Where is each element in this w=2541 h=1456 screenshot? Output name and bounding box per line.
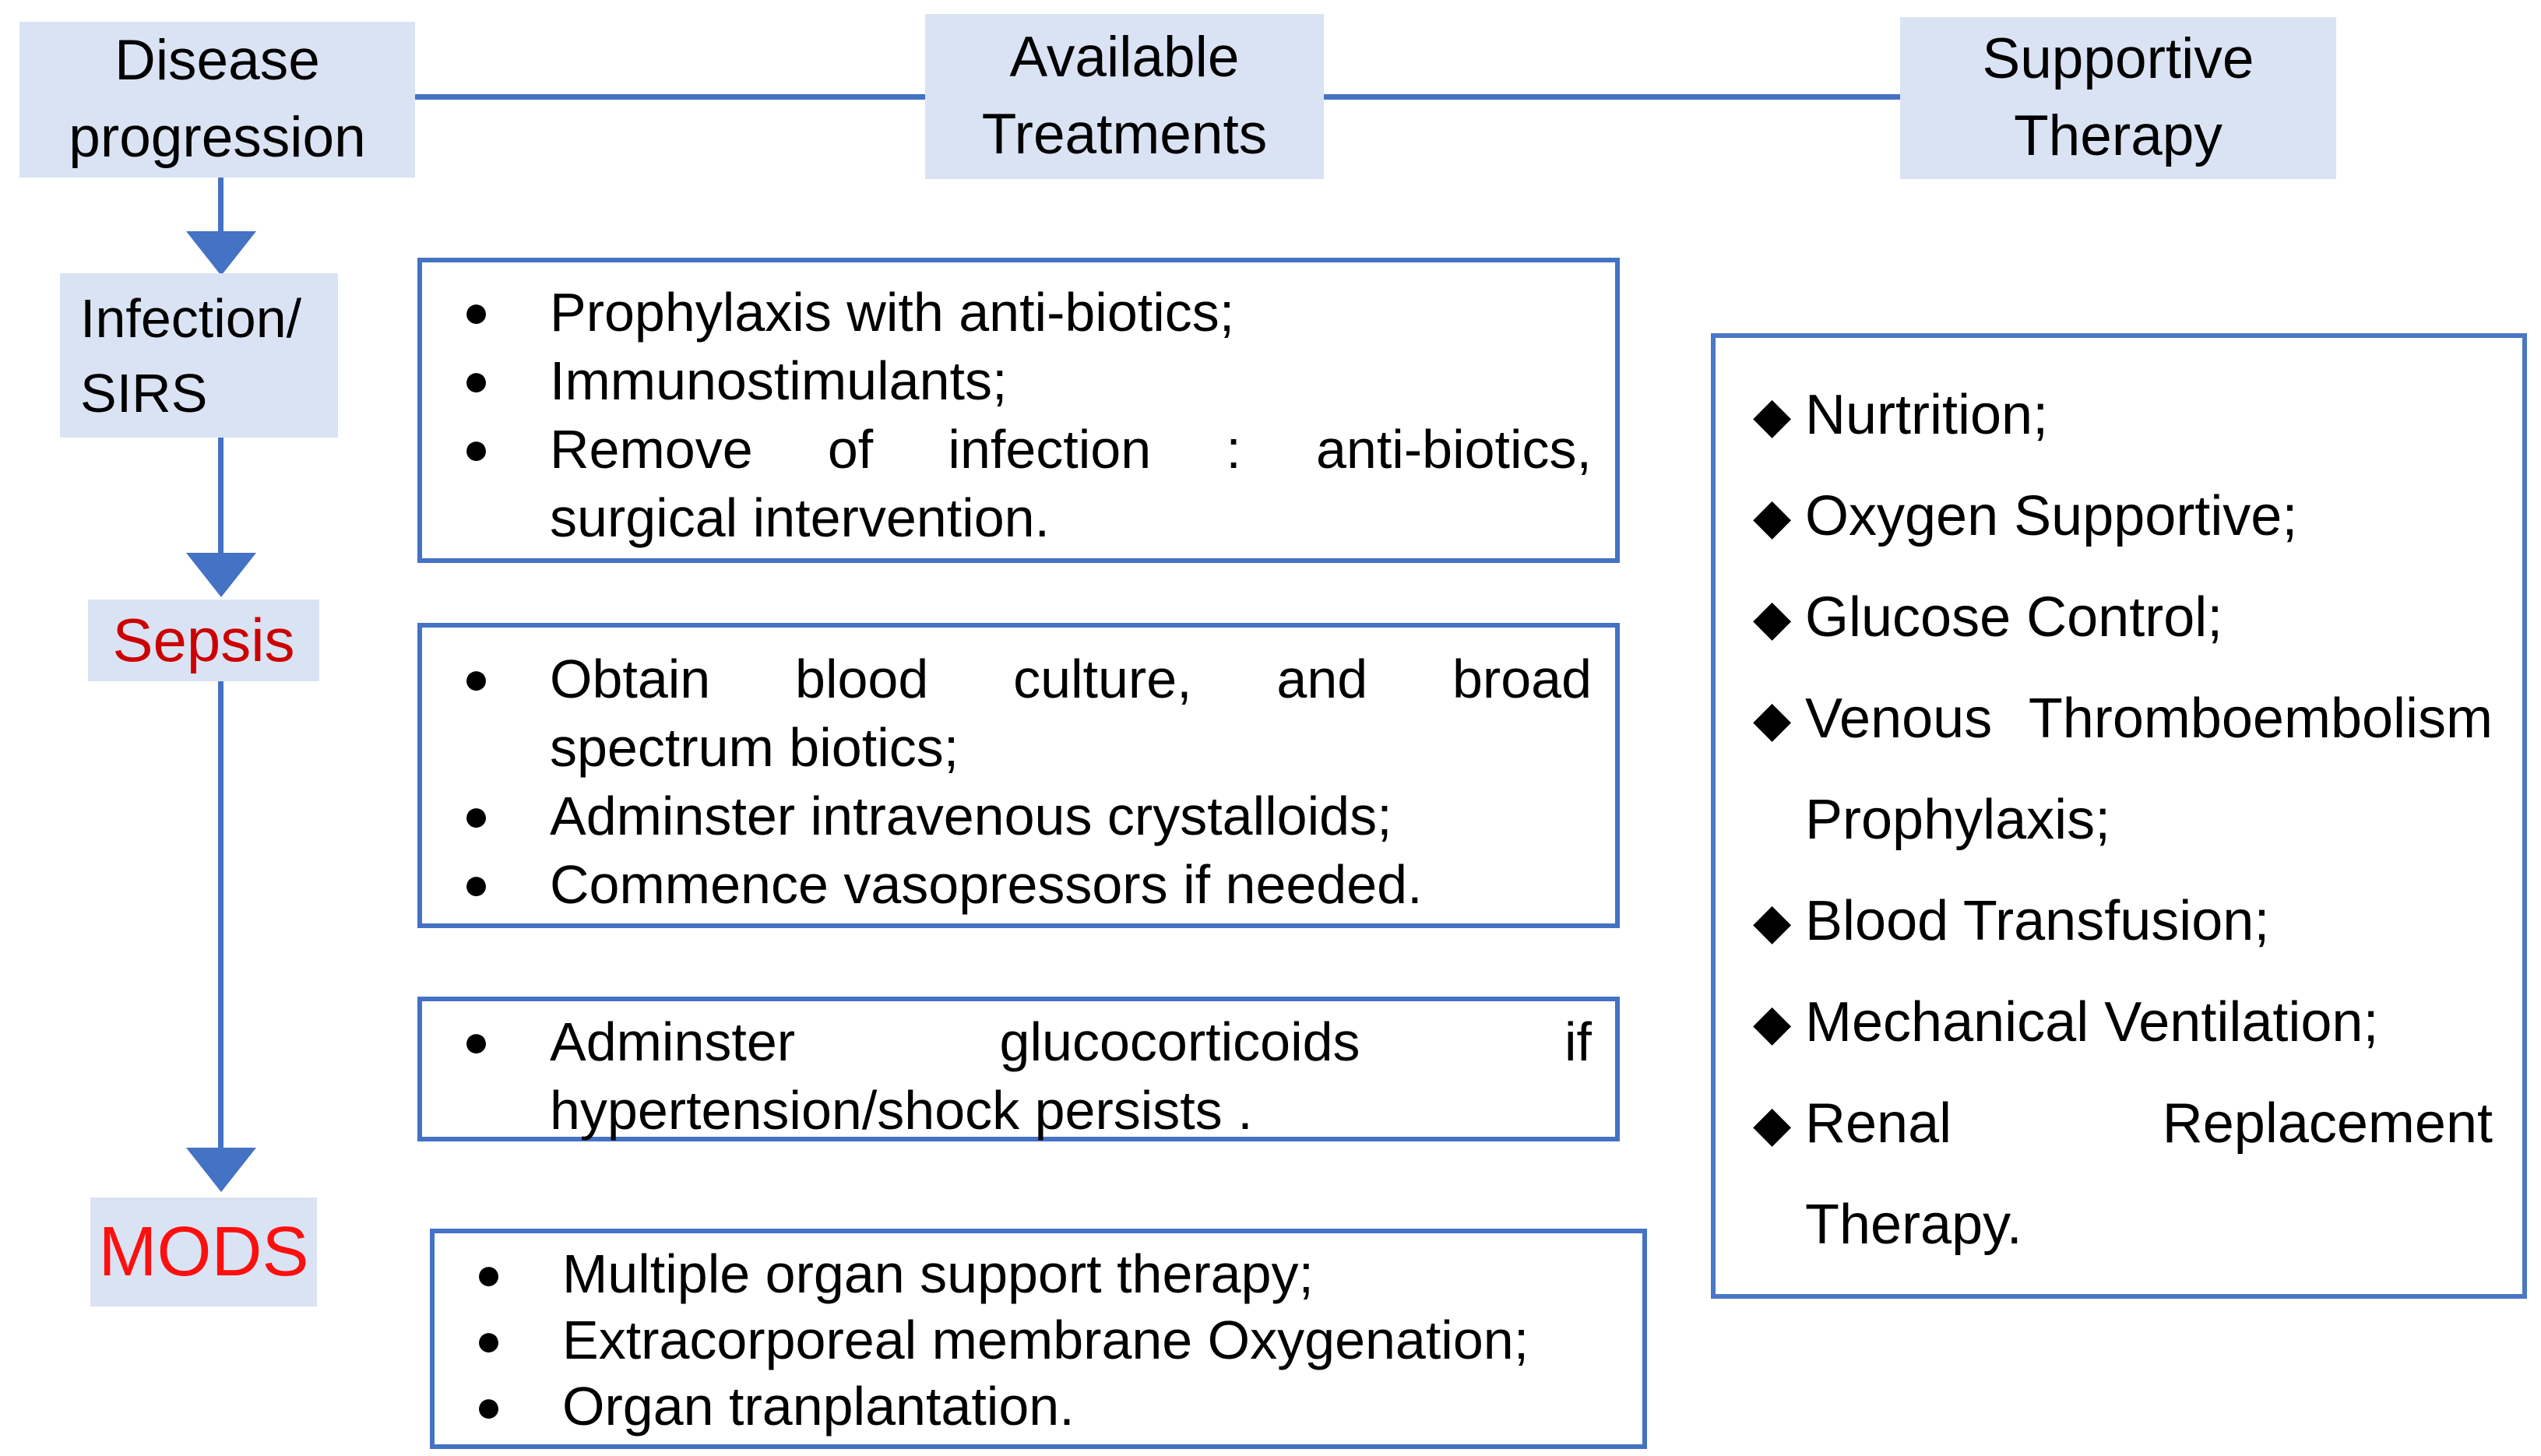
- list-item: ● Adminster glucocorticoids if hypertens…: [463, 1008, 1592, 1145]
- supportive-text: Nurtrition;: [1805, 384, 2049, 446]
- stage-sepsis: Sepsis: [88, 600, 319, 681]
- stage-sepsis-label: Sepsis: [112, 606, 295, 674]
- supportive-text: Mechanical Ventilation;: [1805, 991, 2379, 1053]
- bullet-icon: ●: [475, 1381, 503, 1432]
- header-supportive-therapy-label: Supportive Therapy: [1982, 27, 2254, 167]
- supportive-text: Oxygen Supportive;: [1805, 485, 2298, 547]
- list-item: ● Extracorporeal membrane Oxygenation;: [475, 1307, 1619, 1373]
- list-item: ◆ Nurtrition;: [1753, 364, 2493, 466]
- treatment-text: Extracorporeal membrane Oxygenation;: [562, 1310, 1529, 1370]
- list-item: ● Multiple organ support therapy;: [475, 1241, 1619, 1307]
- header-disease-progression: Disease progression: [19, 22, 415, 178]
- list-item: ● Obtain blood culture, and broad spectr…: [463, 645, 1592, 782]
- bullet-icon: ●: [463, 859, 491, 909]
- list-item: ● Organ tranplantation.: [475, 1373, 1619, 1440]
- list-item: ◆ Mechanical Ventilation;: [1753, 972, 2493, 1073]
- bullet-icon: ●: [463, 653, 491, 704]
- treatment-text: Commence vasopressors if needed.: [550, 854, 1423, 915]
- treatment-box-mods: ● Multiple organ support therapy; ● Extr…: [430, 1229, 1647, 1449]
- treatment-text: Multiple organ support therapy;: [562, 1243, 1314, 1304]
- list-item: ◆ Oxygen Supportive;: [1753, 466, 2493, 567]
- list-item: ◆ Renal Replacement Therapy.: [1753, 1073, 2493, 1275]
- supportive-text: Renal Replacement: [1805, 1092, 2493, 1155]
- treatment-text: surgical intervention.: [550, 487, 1050, 548]
- list-item: ● Commence vasopressors if needed.: [463, 850, 1592, 919]
- treatment-box-glucocorticoids: ● Adminster glucocorticoids if hypertens…: [417, 997, 1620, 1141]
- stage-infection-sirs: Infection/ SIRS: [60, 273, 338, 438]
- bullet-icon: ●: [463, 790, 491, 841]
- treatment-text: Adminster intravenous crystalloids;: [550, 786, 1392, 846]
- header-disease-progression-label: Disease progression: [69, 29, 366, 169]
- list-item: ● Adminster intravenous crystalloids;: [463, 782, 1592, 850]
- arrow-stem-3: [218, 681, 223, 1149]
- diamond-icon: ◆: [1753, 994, 1792, 1050]
- arrow-stem-2: [218, 438, 223, 556]
- list-item: ◆ Venous Thromboembolism Prophylaxis;: [1753, 668, 2493, 870]
- stage-infection-line1: Infection/: [80, 287, 302, 349]
- diamond-icon: ◆: [1753, 589, 1792, 645]
- supportive-text: Glucose Control;: [1805, 586, 2223, 649]
- bullet-icon: ●: [463, 424, 491, 474]
- list-item: ● Immunostimulants;: [463, 346, 1592, 415]
- treatment-text: spectrum biotics;: [550, 717, 959, 778]
- bullet-icon: ●: [475, 1249, 503, 1299]
- treatment-box-sepsis: ● Obtain blood culture, and broad spectr…: [417, 623, 1620, 928]
- treatment-text: Prophylaxis with anti-biotics;: [550, 282, 1235, 343]
- header-supportive-therapy: Supportive Therapy: [1900, 17, 2336, 179]
- diamond-icon: ◆: [1753, 691, 1792, 747]
- arrow-down-icon-1: [186, 231, 256, 276]
- diamond-icon: ◆: [1753, 1096, 1792, 1152]
- bullet-icon: ●: [463, 355, 491, 406]
- treatment-text: Remove of infection : anti-biotics,: [550, 419, 1592, 480]
- supportive-text: Venous Thromboembolism: [1805, 688, 2493, 750]
- list-item: ● Prophylaxis with anti-biotics;: [463, 278, 1592, 346]
- bullet-icon: ●: [463, 1016, 491, 1067]
- treatment-text: Organ tranplantation.: [562, 1376, 1075, 1437]
- supportive-therapy-box: ◆ Nurtrition; ◆ Oxygen Supportive; ◆ Glu…: [1711, 333, 2527, 1299]
- diamond-icon: ◆: [1753, 488, 1792, 544]
- list-item: ◆ Blood Transfusion;: [1753, 870, 2493, 972]
- arrow-stem-1: [218, 178, 223, 235]
- list-item: ◆ Glucose Control;: [1753, 567, 2493, 668]
- arrow-down-icon-3: [186, 1148, 256, 1192]
- supportive-text: Prophylaxis;: [1805, 789, 2111, 851]
- treatment-text: hypertension/shock persists .: [550, 1080, 1253, 1141]
- supportive-text: Therapy.: [1805, 1194, 2022, 1256]
- bullet-icon: ●: [475, 1315, 503, 1366]
- header-available-treatments-label: Available Treatments: [981, 26, 1268, 166]
- diamond-icon: ◆: [1753, 387, 1792, 443]
- header-available-treatments: Available Treatments: [925, 14, 1324, 179]
- stage-mods: MODS: [90, 1198, 317, 1307]
- arrow-down-icon-2: [186, 553, 256, 597]
- treatment-box-infection: ● Prophylaxis with anti-biotics; ● Immun…: [417, 258, 1620, 563]
- treatment-text: Obtain blood culture, and broad: [550, 649, 1592, 709]
- treatment-text: Immunostimulants;: [550, 350, 1008, 411]
- supportive-text: Blood Transfusion;: [1805, 890, 2270, 952]
- bullet-icon: ●: [463, 287, 491, 337]
- diamond-icon: ◆: [1753, 893, 1792, 949]
- treatment-text: Adminster glucocorticoids if: [550, 1011, 1592, 1072]
- stage-infection-line2: SIRS: [80, 362, 208, 424]
- stage-mods-label: MODS: [98, 1212, 309, 1291]
- list-item: ● Remove of infection : anti-biotics, su…: [463, 415, 1592, 552]
